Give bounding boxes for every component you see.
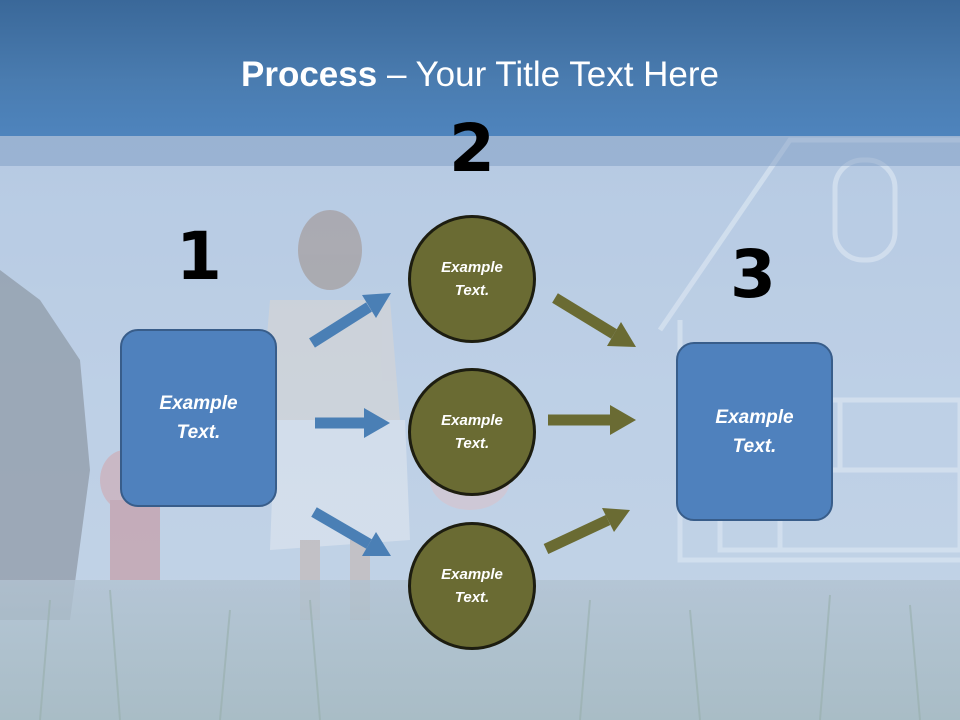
step-2-number: 2 (449, 110, 495, 187)
title-bold: Process (241, 55, 378, 94)
slide-title: Process – Your Title Text Here (0, 52, 960, 98)
olive-arrow-down (552, 293, 636, 347)
step-2-circle-middle: Example Text. (408, 368, 536, 496)
step-2-label-bottom: Example Text. (441, 566, 503, 606)
step-1-label: Example Text. (159, 393, 238, 443)
step-3-label: Example Text. (715, 406, 794, 457)
blue-arrow-right (315, 408, 390, 438)
title-bar (0, 0, 960, 136)
title-band (0, 136, 960, 166)
step-1-box: Example Text. (120, 329, 277, 507)
blue-arrow-down (311, 507, 391, 556)
title-rest: – Your Title Text Here (377, 55, 719, 94)
step-2-label-middle: Example Text. (441, 412, 503, 452)
step-2-circle-top: Example Text. (408, 215, 536, 343)
olive-arrow-right (548, 405, 636, 435)
step-2-circle-bottom: Example Text. (408, 522, 536, 650)
step-3-box: Example Text. (676, 342, 833, 521)
step-2-label-top: Example Text. (441, 259, 503, 299)
step-3-number: 3 (730, 236, 776, 313)
step-1-number: 1 (176, 218, 222, 295)
olive-arrow-up (543, 508, 630, 554)
blue-arrow-up (309, 293, 391, 348)
